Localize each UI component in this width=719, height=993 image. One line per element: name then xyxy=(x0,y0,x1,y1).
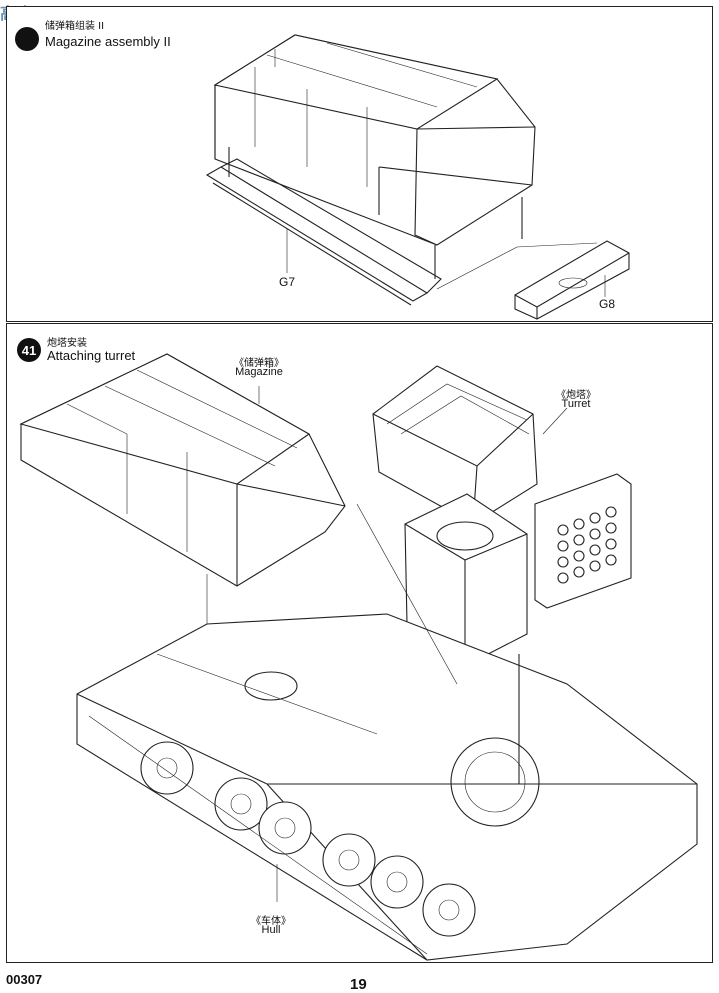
catalog-code: 00307 xyxy=(6,972,43,987)
magazine-assembly-diagram xyxy=(205,34,630,320)
magazine-drawing xyxy=(19,353,346,587)
road-wheels xyxy=(140,741,476,937)
turret-drawing xyxy=(372,365,632,667)
step-number-badge xyxy=(15,27,39,51)
magazine-box-drawing xyxy=(213,34,536,246)
label-magazine-zh: 《储弹箱》 xyxy=(234,358,284,369)
turret-attachment-diagram xyxy=(19,353,698,961)
label-magazine-en: Magazine xyxy=(235,366,283,378)
step-title-en: Magazine assembly II xyxy=(45,34,171,49)
part-label-g7: G7 xyxy=(278,275,295,289)
part-label-g8: G8 xyxy=(598,297,615,311)
assembly-arrows xyxy=(228,147,598,290)
label-turret-zh: 《炮塔》 xyxy=(556,390,596,401)
label-turret-en: Turret xyxy=(561,398,591,410)
step-number-badge-41: 41 xyxy=(17,338,41,362)
step-title-en: Attaching turret xyxy=(47,348,136,363)
hull-drawing xyxy=(76,613,698,961)
guide-lines xyxy=(206,386,520,902)
label-hull-en: Hull xyxy=(261,924,281,936)
step-panel-attaching-turret: 41 炮塔安装 Attaching turret 《储弹箱》 Magazine … xyxy=(6,323,713,963)
step-panel-magazine-assembly: 储弹箱组装 II Magazine assembly II xyxy=(6,6,713,322)
step-title-zh: 储弹箱组装 II xyxy=(45,21,105,32)
part-g8-block xyxy=(514,240,630,320)
step-title-zh: 炮塔安装 xyxy=(47,338,87,349)
label-hull-zh: 《车体》 xyxy=(251,916,291,927)
page-number: 19 xyxy=(350,976,367,993)
